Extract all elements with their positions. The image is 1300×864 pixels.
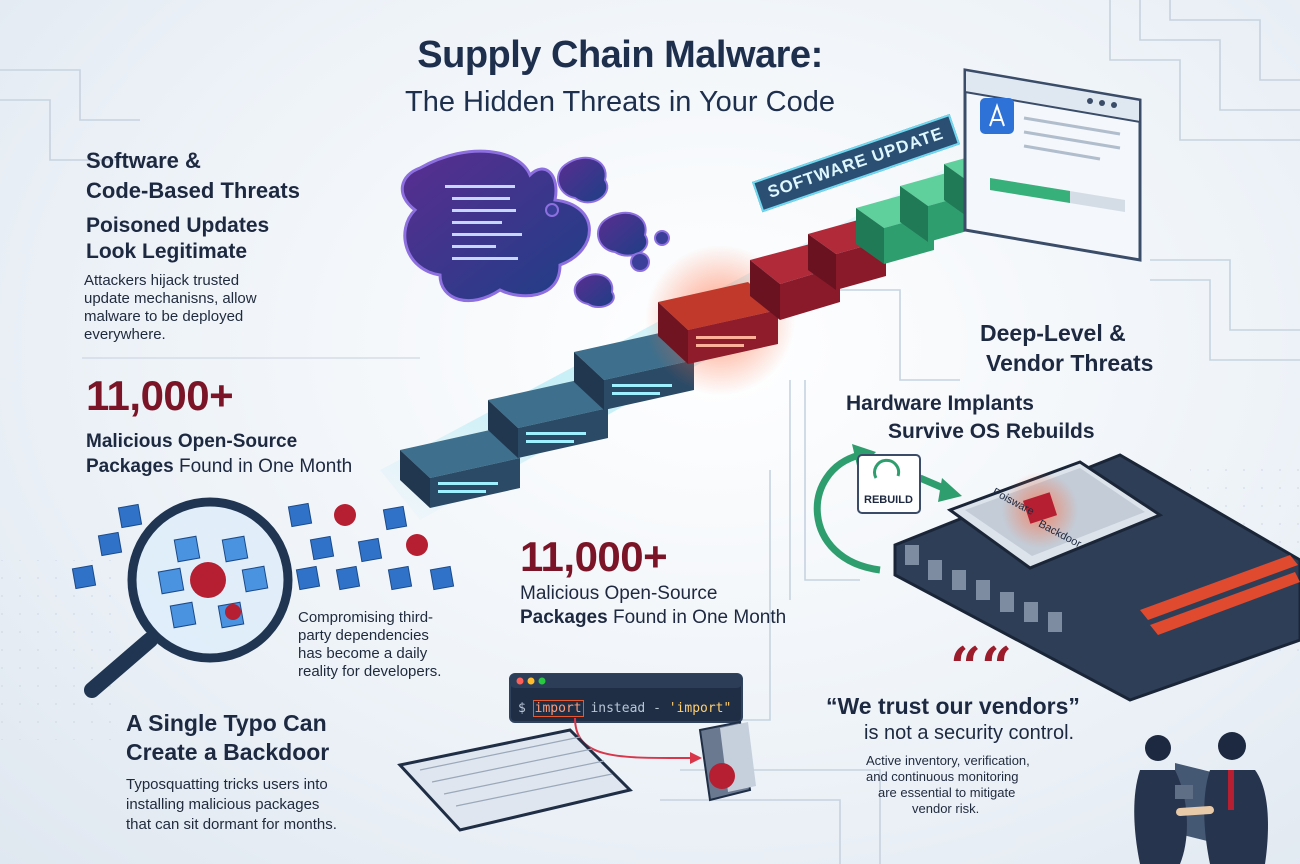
vendor-risk-body-2: and continuous monitoring	[866, 769, 1019, 784]
poisoned-updates-body-2: update mechanisns, allow	[84, 290, 257, 307]
vendor-risk-body-4: vendor risk.	[912, 801, 980, 816]
vendor-quote-tail: is not a security control.	[864, 722, 1075, 744]
dependencies-line-3: has become a daily	[298, 645, 428, 662]
vendor-risk-body-1: Active inventory, verification,	[866, 753, 1030, 768]
vendor-risk-body-3: are essential to mitigate	[878, 785, 1016, 800]
terminal-command: $ import instead - 'import"	[518, 700, 732, 717]
typo-body-2: installing malicious packages	[126, 796, 320, 813]
stat-left-label-1: Malicious Open-Source	[86, 431, 298, 452]
vendor-heading-line2: Vendor Threats	[986, 350, 1154, 376]
typo-body-3: that can sit dormant for months.	[126, 816, 337, 833]
typo-heading-line1: A Single Typo Can	[126, 710, 327, 736]
handshake-illustration	[1134, 732, 1268, 864]
quote-mark-icon: ““	[950, 635, 1013, 699]
poisoned-updates-body-1: Attackers hijack trusted	[84, 272, 240, 289]
vendor-heading-line1: Deep-Level &	[980, 320, 1126, 346]
typo-body-1: Typosquatting tricks users into	[126, 776, 328, 793]
typo-heading-line2: Create a Backdoor	[126, 739, 330, 765]
hardware-implants-line1: Hardware Implants	[846, 392, 1034, 415]
poisoned-updates-body-4: everywhere.	[84, 326, 166, 343]
stat-center-label-2: Packages Found in One Month	[520, 607, 787, 628]
page-title: Supply Chain Malware:	[417, 34, 823, 76]
stat-center-value: 11,000+	[520, 533, 668, 580]
software-heading-line2: Code-Based Threats	[86, 178, 300, 203]
poisoned-updates-line1: Poisoned Updates	[86, 214, 270, 237]
dependencies-line-1: Compromising third-	[298, 609, 434, 626]
terminal-illustration	[397, 673, 756, 832]
software-heading-line1: Software &	[86, 148, 201, 173]
dependencies-line-4: reality for developers.	[298, 663, 442, 680]
stat-left-label-2: Packages Found in One Month	[86, 456, 353, 477]
hardware-implants-line2: Survive OS Rebuilds	[888, 420, 1095, 443]
poisoned-updates-line2: Look Legitimate	[86, 240, 248, 263]
code-blob	[400, 149, 670, 309]
poisoned-updates-body-3: malware to be deployed	[84, 308, 244, 325]
pipeline-blocks	[400, 150, 1022, 508]
rebuild-cycle	[813, 444, 962, 574]
stat-left-value: 11,000+	[86, 372, 234, 419]
update-window	[963, 68, 1142, 262]
rebuild-label: REBUILD	[864, 494, 913, 506]
vendor-quote: “We trust our vendors”	[826, 693, 1080, 719]
magnifier-illustration	[71, 497, 455, 698]
dependencies-line-2: party dependencies	[298, 627, 429, 644]
page-subtitle: The Hidden Threats in Your Code	[405, 86, 835, 118]
stat-center-label-1: Malicious Open-Source	[520, 583, 718, 604]
